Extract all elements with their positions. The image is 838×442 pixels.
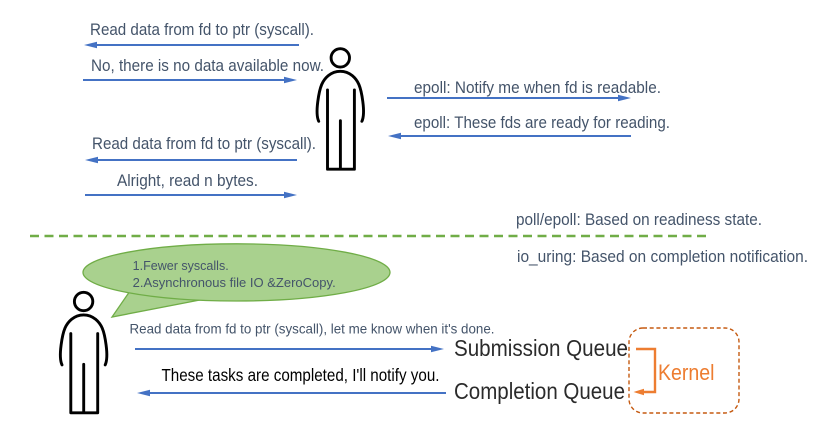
svg-text:Submission Queue: Submission Queue: [454, 335, 628, 361]
svg-text:These tasks are completed, I'l: These tasks are completed, I'll notify y…: [162, 365, 440, 385]
svg-text:Kernel: Kernel: [658, 360, 715, 385]
svg-text:Read data from fd to ptr (sysc: Read data from fd to ptr (syscall).: [90, 21, 314, 39]
svg-text:poll/epoll: Based on readiness: poll/epoll: Based on readiness state.: [516, 211, 762, 229]
svg-text:io_uring: Based on completion: io_uring: Based on completion notificati…: [517, 248, 808, 266]
svg-text:2.Asynchronous file IO &ZeroCo: 2.Asynchronous file IO &ZeroCopy.: [133, 276, 336, 290]
svg-text:1.Fewer syscalls.: 1.Fewer syscalls.: [133, 259, 229, 273]
svg-text:Read data from fd to ptr (sysc: Read data from fd to ptr (syscall).: [92, 135, 316, 153]
svg-text:Completion Queue: Completion Queue: [454, 378, 625, 404]
svg-text:No, there is no data available: No, there is no data available now.: [91, 57, 324, 75]
svg-text:epoll: Notify me when fd is re: epoll: Notify me when fd is readable.: [414, 79, 661, 97]
svg-text:Read data from fd to ptr (sysc: Read data from fd to ptr (syscall), let …: [130, 321, 495, 337]
svg-text:Alright, read n bytes.: Alright, read n bytes.: [117, 172, 258, 190]
svg-text:epoll: These fds are ready for: epoll: These fds are ready for reading.: [414, 114, 670, 132]
